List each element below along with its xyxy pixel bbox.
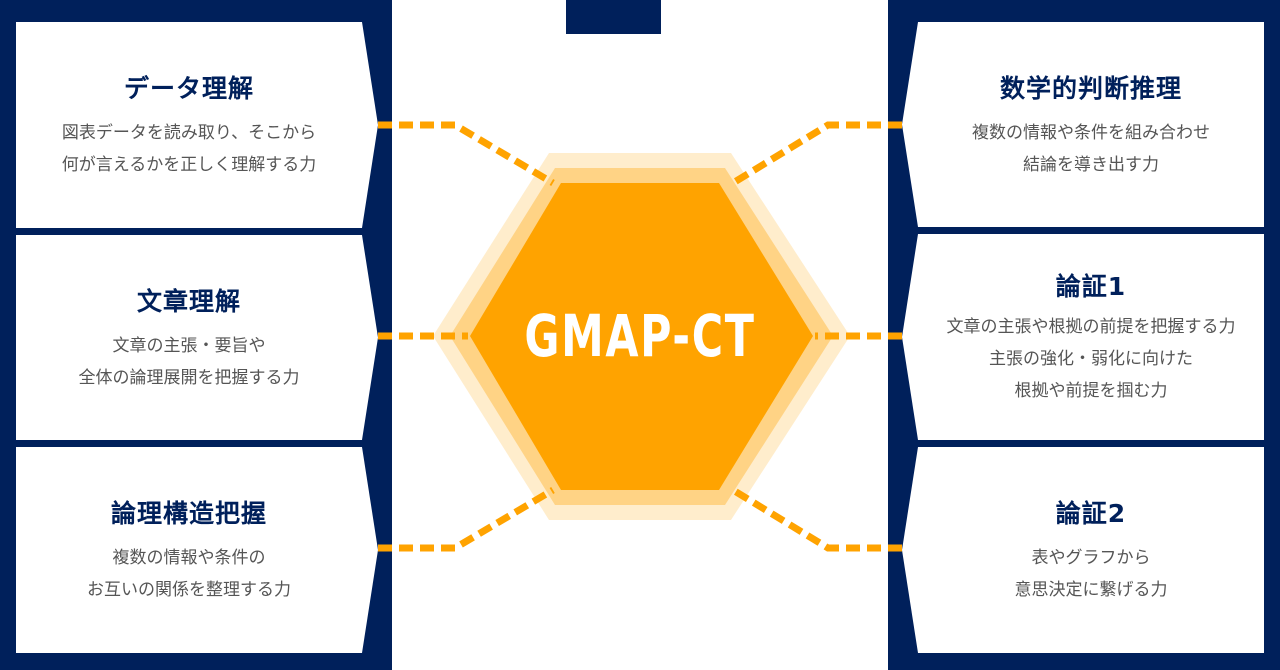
card-desc-line: 主張の強化・弱化に向けた <box>989 349 1193 369</box>
card-description: 表やグラフから 意思決定に繋げる力 <box>1015 542 1168 606</box>
card-mathematical-reasoning: 数学的判断推理 複数の情報や条件を組み合わせ 結論を導き出す力 <box>902 22 1264 227</box>
card-desc-line: 根拠や前提を掴む力 <box>1014 381 1168 401</box>
card-argument-2: 論証2 表やグラフから 意思決定に繋げる力 <box>902 447 1264 653</box>
card-desc-line: 複数の情報や条件の <box>112 548 266 568</box>
card-title: 数学的判断推理 <box>999 73 1182 103</box>
card-desc-line: 結論を導き出す力 <box>1023 154 1159 175</box>
card-desc-line: 文章の主張や根拠の前提を把握する力 <box>946 317 1236 337</box>
card-logical-structure: 論理構造把握 複数の情報や条件の お互いの関係を整理する力 <box>16 447 378 653</box>
top-center-tab <box>566 0 661 34</box>
card-title: 論証2 <box>1055 499 1127 528</box>
card-title: 文章理解 <box>136 286 241 316</box>
card-title: 論理構造把握 <box>110 499 267 528</box>
card-desc-line: 複数の情報や条件を組み合わせ <box>972 122 1210 143</box>
card-desc-line: 意思決定に繋げる力 <box>1014 580 1168 600</box>
center-label: GMAP-CT <box>524 302 756 370</box>
card-argument-1: 論証1 文章の主張や根拠の前提を把握する力 主張の強化・弱化に向けた 根拠や前提… <box>902 234 1264 440</box>
card-description: 複数の情報や条件の お互いの関係を整理する力 <box>87 542 291 606</box>
card-reading-comprehension: 文章理解 文章の主張・要旨や 全体の論理展開を把握する力 <box>16 235 378 440</box>
card-description: 文章の主張・要旨や 全体の論理展開を把握する力 <box>79 330 300 394</box>
card-description: 文章の主張や根拠の前提を把握する力 主張の強化・弱化に向けた 根拠や前提を掴む力 <box>947 311 1236 407</box>
card-description: 図表データを読み取り、そこから 何が言えるかを正しく理解する力 <box>62 117 317 181</box>
card-desc-line: 何が言えるかを正しく理解する力 <box>61 155 317 175</box>
card-desc-line: 全体の論理展開を把握する力 <box>78 367 300 388</box>
card-desc-line: 図表データを読み取り、そこから <box>61 123 317 143</box>
card-desc-line: お互いの関係を整理する力 <box>87 580 291 600</box>
card-data-comprehension: データ理解 図表データを読み取り、そこから 何が言えるかを正しく理解する力 <box>16 22 378 228</box>
card-desc-line: 文章の主張・要旨や <box>112 335 266 356</box>
card-title: データ理解 <box>123 74 254 103</box>
card-desc-line: 表やグラフから <box>1031 548 1151 568</box>
card-description: 複数の情報や条件を組み合わせ 結論を導き出す力 <box>972 117 1210 181</box>
card-title: 論証1 <box>1055 272 1127 301</box>
